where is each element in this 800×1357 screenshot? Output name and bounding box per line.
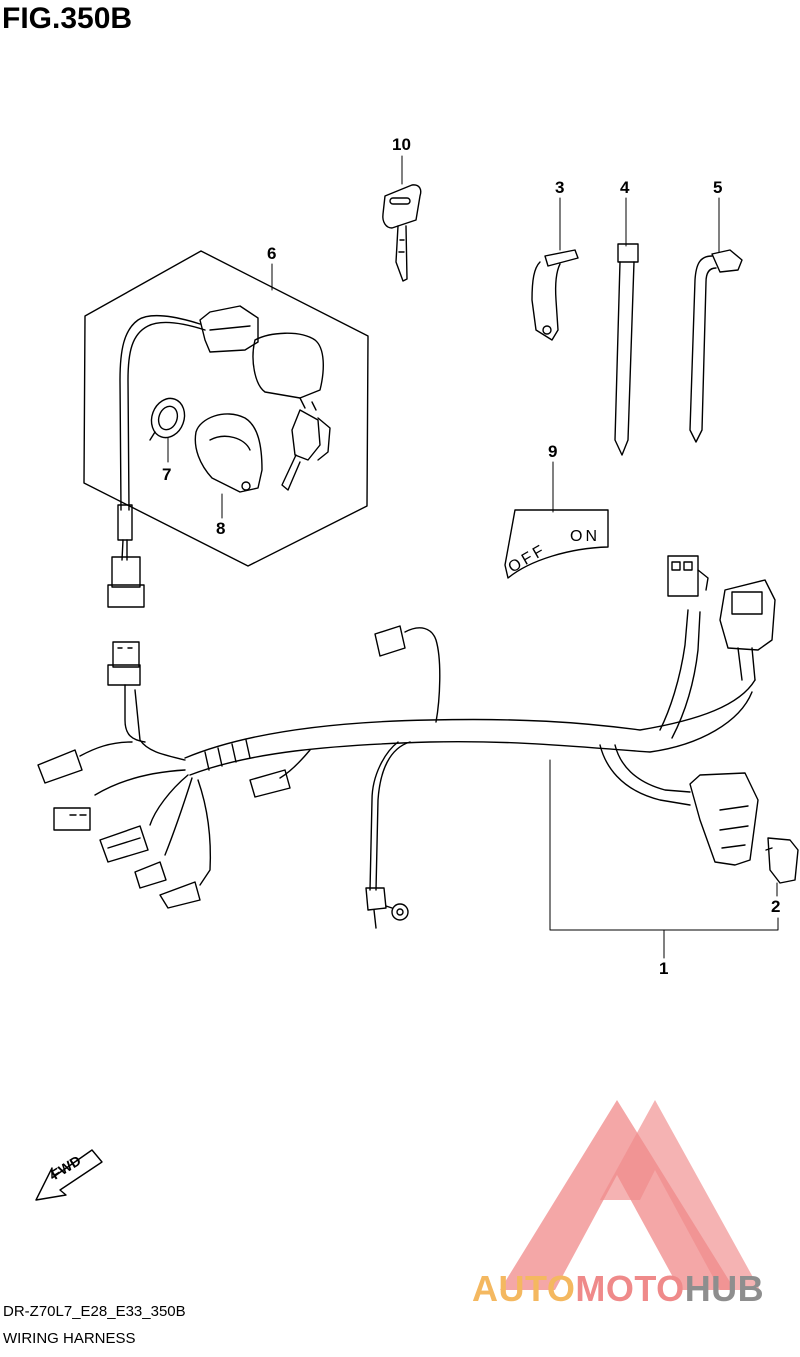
watermark-text: AUTOMOTOHUB — [472, 1268, 764, 1310]
callout-6: 6 — [267, 244, 276, 263]
callout-8: 8 — [216, 519, 225, 538]
ignition-switch-cover — [194, 413, 263, 493]
plate-on-text: ON — [570, 528, 600, 545]
wiring-harness — [37, 555, 799, 929]
callout-10: 10 — [392, 135, 411, 154]
key-cylinder-ring — [149, 397, 186, 441]
off-on-label-plate — [504, 509, 609, 579]
watermark-moto: MOTO — [575, 1268, 685, 1309]
forward-direction-arrow-icon — [35, 1149, 103, 1201]
callout-7: 7 — [162, 465, 171, 484]
callout-1: 1 — [659, 959, 668, 978]
cable-tie-clamp — [689, 249, 743, 443]
cable-tie-short — [614, 243, 639, 456]
diagram-name: WIRING HARNESS — [3, 1330, 136, 1347]
watermark-hub: HUB — [684, 1268, 765, 1309]
callout-4: 4 — [620, 178, 630, 197]
figure-title: FIG.350B — [2, 2, 133, 35]
callout-2: 2 — [771, 897, 780, 916]
ignition-key — [382, 184, 422, 282]
watermark-logo-icon — [500, 1100, 760, 1290]
plate-off-text: OFF — [506, 541, 550, 576]
callout-5: 5 — [713, 178, 722, 197]
leader-lines — [167, 155, 779, 959]
watermark-auto: AUTO — [472, 1268, 576, 1309]
diagram-code: DR-Z70L7_E28_E33_350B — [3, 1303, 186, 1320]
harness-clamp-bracket — [531, 249, 579, 341]
callout-9: 9 — [548, 442, 557, 461]
ignition-switch-group-frame — [83, 250, 369, 567]
ignition-switch-assembly — [107, 305, 331, 608]
callout-3: 3 — [555, 178, 564, 197]
